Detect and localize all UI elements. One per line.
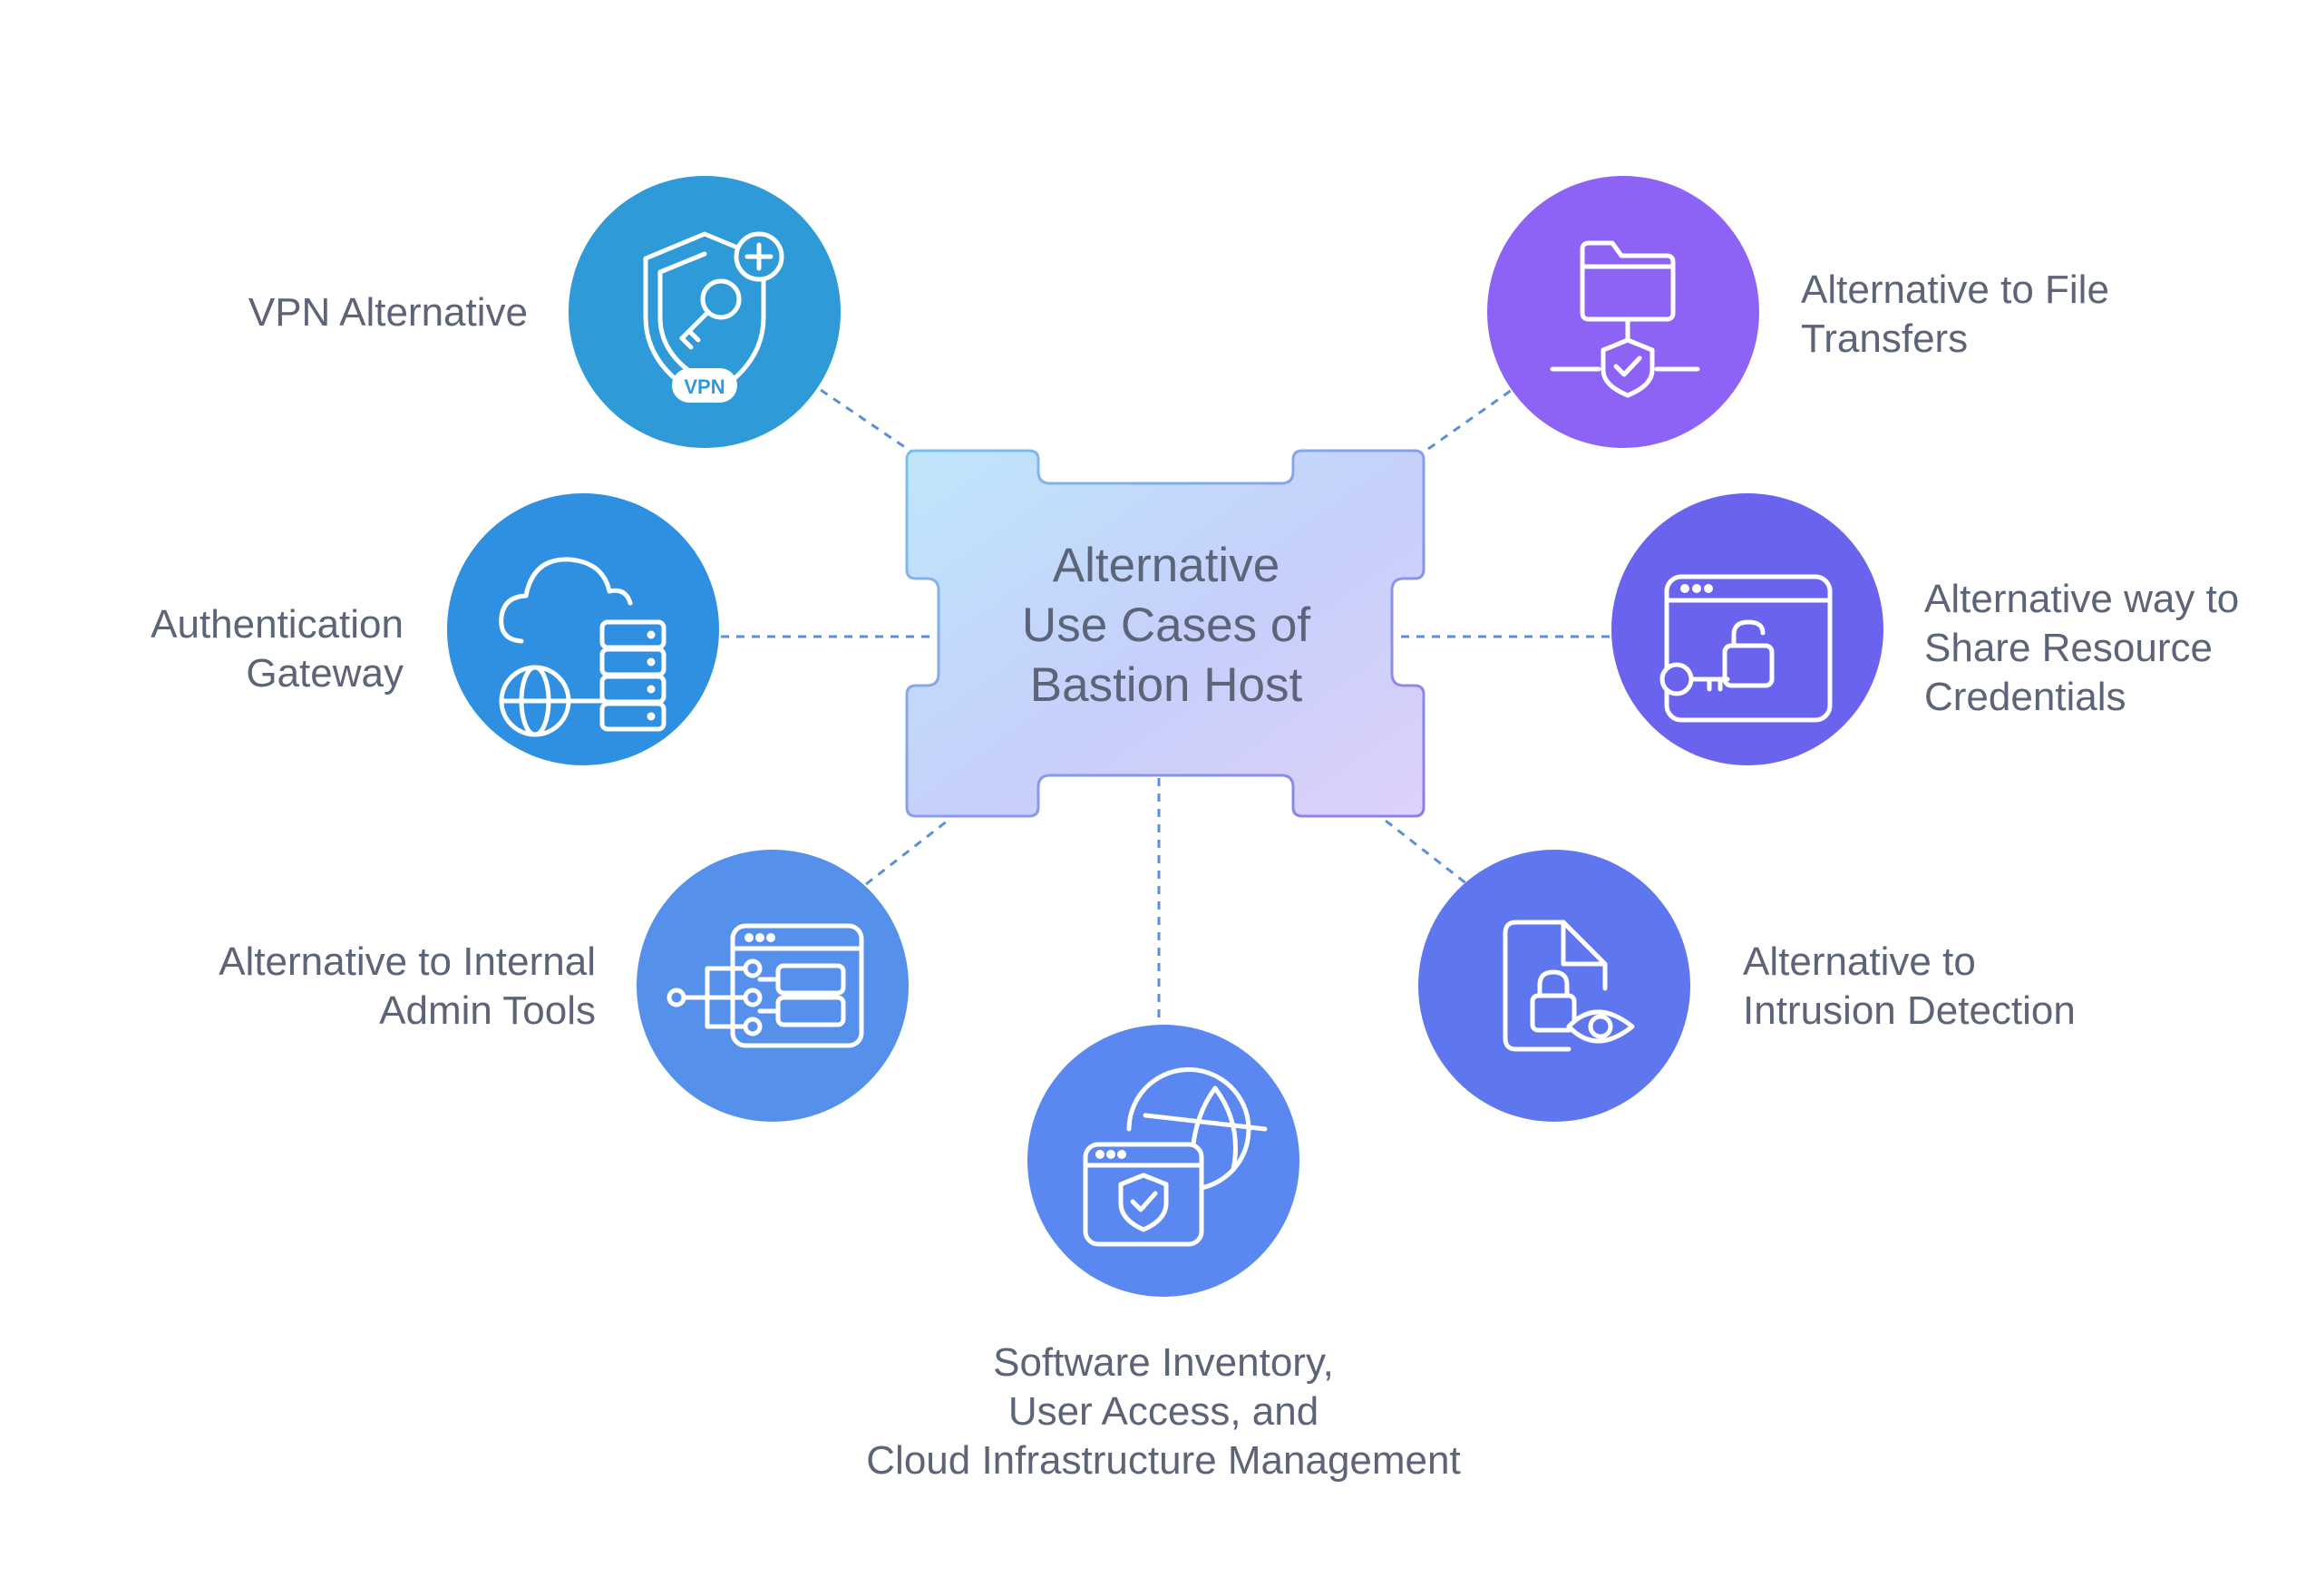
- browser-key-unlock-icon: [1659, 574, 1833, 723]
- node-authentication-gateway: [447, 493, 719, 765]
- label-vpn-alternative: VPN Alternative: [248, 290, 528, 335]
- connectors: [721, 386, 1614, 1025]
- node-circle: [637, 850, 909, 1122]
- node-circle: [1611, 493, 1883, 765]
- document-lock-eye-icon: [1503, 920, 1635, 1052]
- node-intrusion-detection: [1418, 850, 1690, 1122]
- node-internal-admin-tools: [637, 850, 909, 1122]
- hub-title: Alternative Use Cases of Bastion Host: [1021, 539, 1311, 712]
- connector-vpn: [820, 388, 912, 453]
- vpn-badge: [672, 368, 737, 403]
- node-file-transfers: [1487, 176, 1759, 448]
- vpn-badge-text: VPN: [684, 375, 725, 398]
- connector-admin-tools: [865, 819, 949, 886]
- node-circle: [1418, 850, 1690, 1122]
- label-intrusion-detection: Alternative to Intrusion Detection: [1743, 939, 2076, 1033]
- connector-file-transfers: [1427, 386, 1515, 451]
- cloud-server-globe-icon: [499, 557, 667, 737]
- hub-puzzle-shape: [905, 449, 1426, 818]
- connector-intrusion: [1385, 819, 1468, 886]
- node-circle: [447, 493, 719, 765]
- label-file-transfers: Alternative to File Transfers: [1801, 268, 2109, 361]
- admin-network-window-icon: [667, 923, 864, 1048]
- node-vpn-alternative: VPN: [569, 176, 841, 448]
- label-authentication-gateway: Authentication Gateway: [151, 602, 404, 696]
- globe-browser-shield-icon: [1083, 1067, 1268, 1247]
- node-circle: [1487, 176, 1759, 448]
- node-circle: [569, 176, 841, 448]
- label-share-credentials: Alternative way to Share Resource Creden…: [1924, 577, 2240, 719]
- folder-network-shield-icon: [1550, 240, 1700, 398]
- node-software-inventory: [1027, 1025, 1299, 1297]
- label-internal-admin-tools: Alternative to Internal Admin Tools: [219, 939, 596, 1033]
- label-software-inventory: Software Inventory, User Access, and Clo…: [866, 1340, 1461, 1483]
- vpn-shield-key-icon: [643, 231, 784, 402]
- node-share-credentials: [1611, 493, 1883, 765]
